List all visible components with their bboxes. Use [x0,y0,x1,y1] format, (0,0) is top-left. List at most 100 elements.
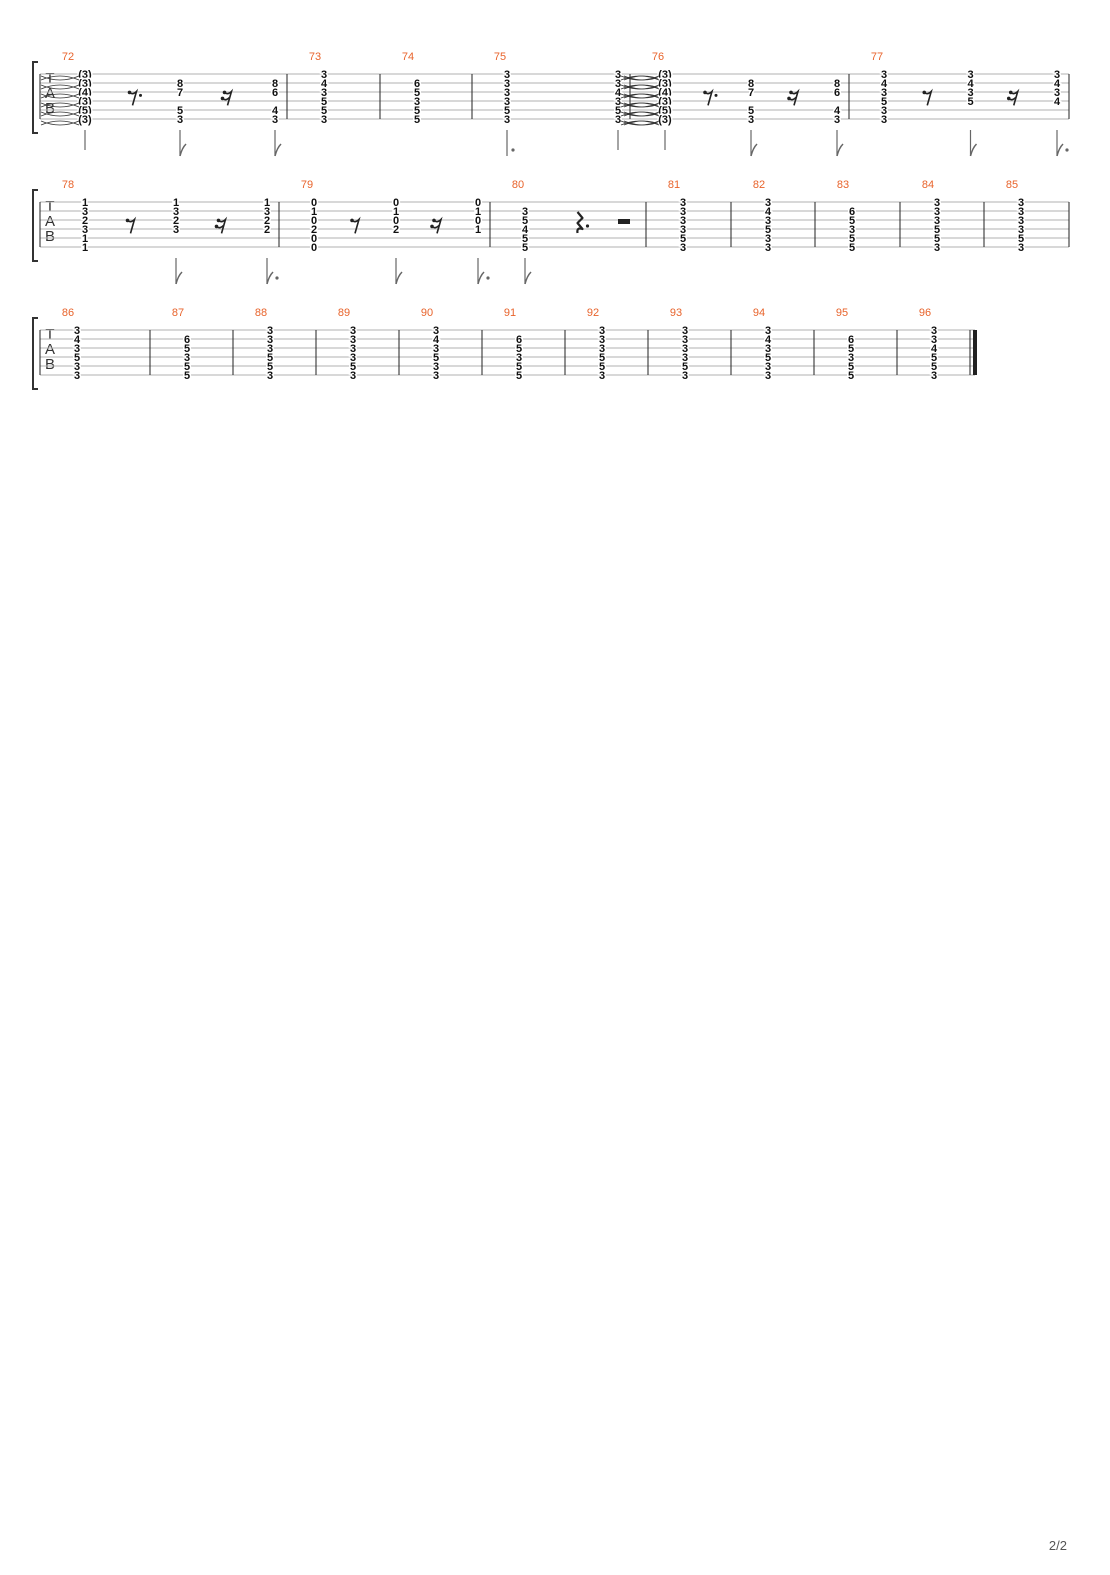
tie-arc [40,75,80,81]
fret-number: 0 [475,197,481,209]
fret-number: 6 [848,334,854,346]
measure-number: 93 [670,307,682,319]
tie-arc [40,84,80,90]
fret-number: (3) [658,96,672,108]
fret-number: (3) [658,78,672,90]
fret-number: 3 [765,242,771,254]
fret-number: 5 [680,233,686,245]
fret-number: 3 [680,242,686,254]
fret-number: 0 [311,197,317,209]
measure-number: 84 [922,179,934,191]
fret-number: 3 [748,114,754,126]
fret-number: 5 [321,96,327,108]
measure-number: 76 [652,51,664,63]
system-bracket [32,61,38,134]
fret-number: 3 [350,370,356,382]
fret-number: 3 [267,343,273,355]
fret-number: 3 [934,206,940,218]
tab-clef-letter: B [45,100,55,117]
fret-number: 3 [504,78,510,90]
measure-number: 95 [836,307,848,319]
fret-number: 2 [311,224,317,236]
fret-number: 1 [82,197,88,209]
fret-number: 3 [682,370,688,382]
fret-number: 3 [934,215,940,227]
fret-number: 3 [765,325,771,337]
fret-number: 8 [272,78,278,90]
rest-flag-dot [127,90,132,95]
fret-number: 3 [264,206,270,218]
measure-number: 80 [512,179,524,191]
measure-number: 74 [402,51,414,63]
fret-number: 4 [321,78,328,90]
fret-number: 3 [321,69,327,81]
fret-number: 1 [264,197,270,209]
fret-number: 5 [934,224,940,236]
fret-number: 5 [765,224,771,236]
fret-number: (3) [78,114,92,126]
fret-number: 3 [881,105,887,117]
measure-number: 92 [587,307,599,319]
fret-number: 3 [433,370,439,382]
fret-number: 5 [931,361,937,373]
rest-flag-dot [222,90,227,95]
note-dot [275,276,279,280]
fret-number: 5 [748,105,754,117]
fret-number: 3 [414,96,420,108]
fret-number: 3 [599,334,605,346]
fret-number: 2 [82,215,88,227]
fret-number: 3 [504,69,510,81]
fret-number: (5) [658,105,672,117]
fret-number: 4 [615,87,622,99]
fret-number: 3 [680,206,686,218]
tie-arc [623,120,663,126]
fret-number: 4 [967,78,974,90]
measure-number: 73 [309,51,321,63]
fret-number: 5 [615,105,621,117]
fret-number: 3 [765,370,771,382]
rest-flag-dot [787,96,791,101]
fret-number: 3 [433,325,439,337]
fret-number: 5 [682,361,688,373]
fret-number: 3 [177,114,183,126]
fret-number: 5 [267,352,273,364]
fret-number: 3 [682,325,688,337]
tie-arc [620,111,660,117]
fret-number: 2 [264,224,270,236]
fret-number: 5 [599,352,605,364]
fret-number: 3 [1018,224,1024,236]
fret-number: 4 [931,343,938,355]
fret-number: 3 [967,87,973,99]
fret-number: (3) [658,114,672,126]
fret-number: 6 [516,334,522,346]
fret-number: 3 [934,197,940,209]
fret-number: 5 [848,343,854,355]
tie-arc [620,84,660,90]
fret-number: 6 [184,334,190,346]
fret-number: 3 [599,325,605,337]
final-bar-line [973,330,977,375]
tab-clef-letter: T [45,198,54,215]
fret-number: 3 [682,352,688,364]
note-flag [274,143,282,157]
fret-number: 3 [433,361,439,373]
system-bracket [32,189,38,262]
note-flag [266,271,274,285]
fret-number: 4 [765,334,772,346]
measure-number: 72 [62,51,74,63]
fret-number: 0 [393,197,399,209]
fret-number: 4 [74,334,81,346]
fret-number: 3 [765,215,771,227]
rest-dot [585,224,590,228]
tie-arc [620,93,660,99]
note-dot [486,276,490,280]
fret-number: 5 [504,105,510,117]
fret-number: 5 [931,352,937,364]
measure-number: 83 [837,179,849,191]
tie-arc [40,102,80,108]
fret-number: 3 [599,343,605,355]
fret-number: 4 [834,105,841,117]
rest-flag-dot [216,218,221,223]
fret-number: 3 [267,325,273,337]
